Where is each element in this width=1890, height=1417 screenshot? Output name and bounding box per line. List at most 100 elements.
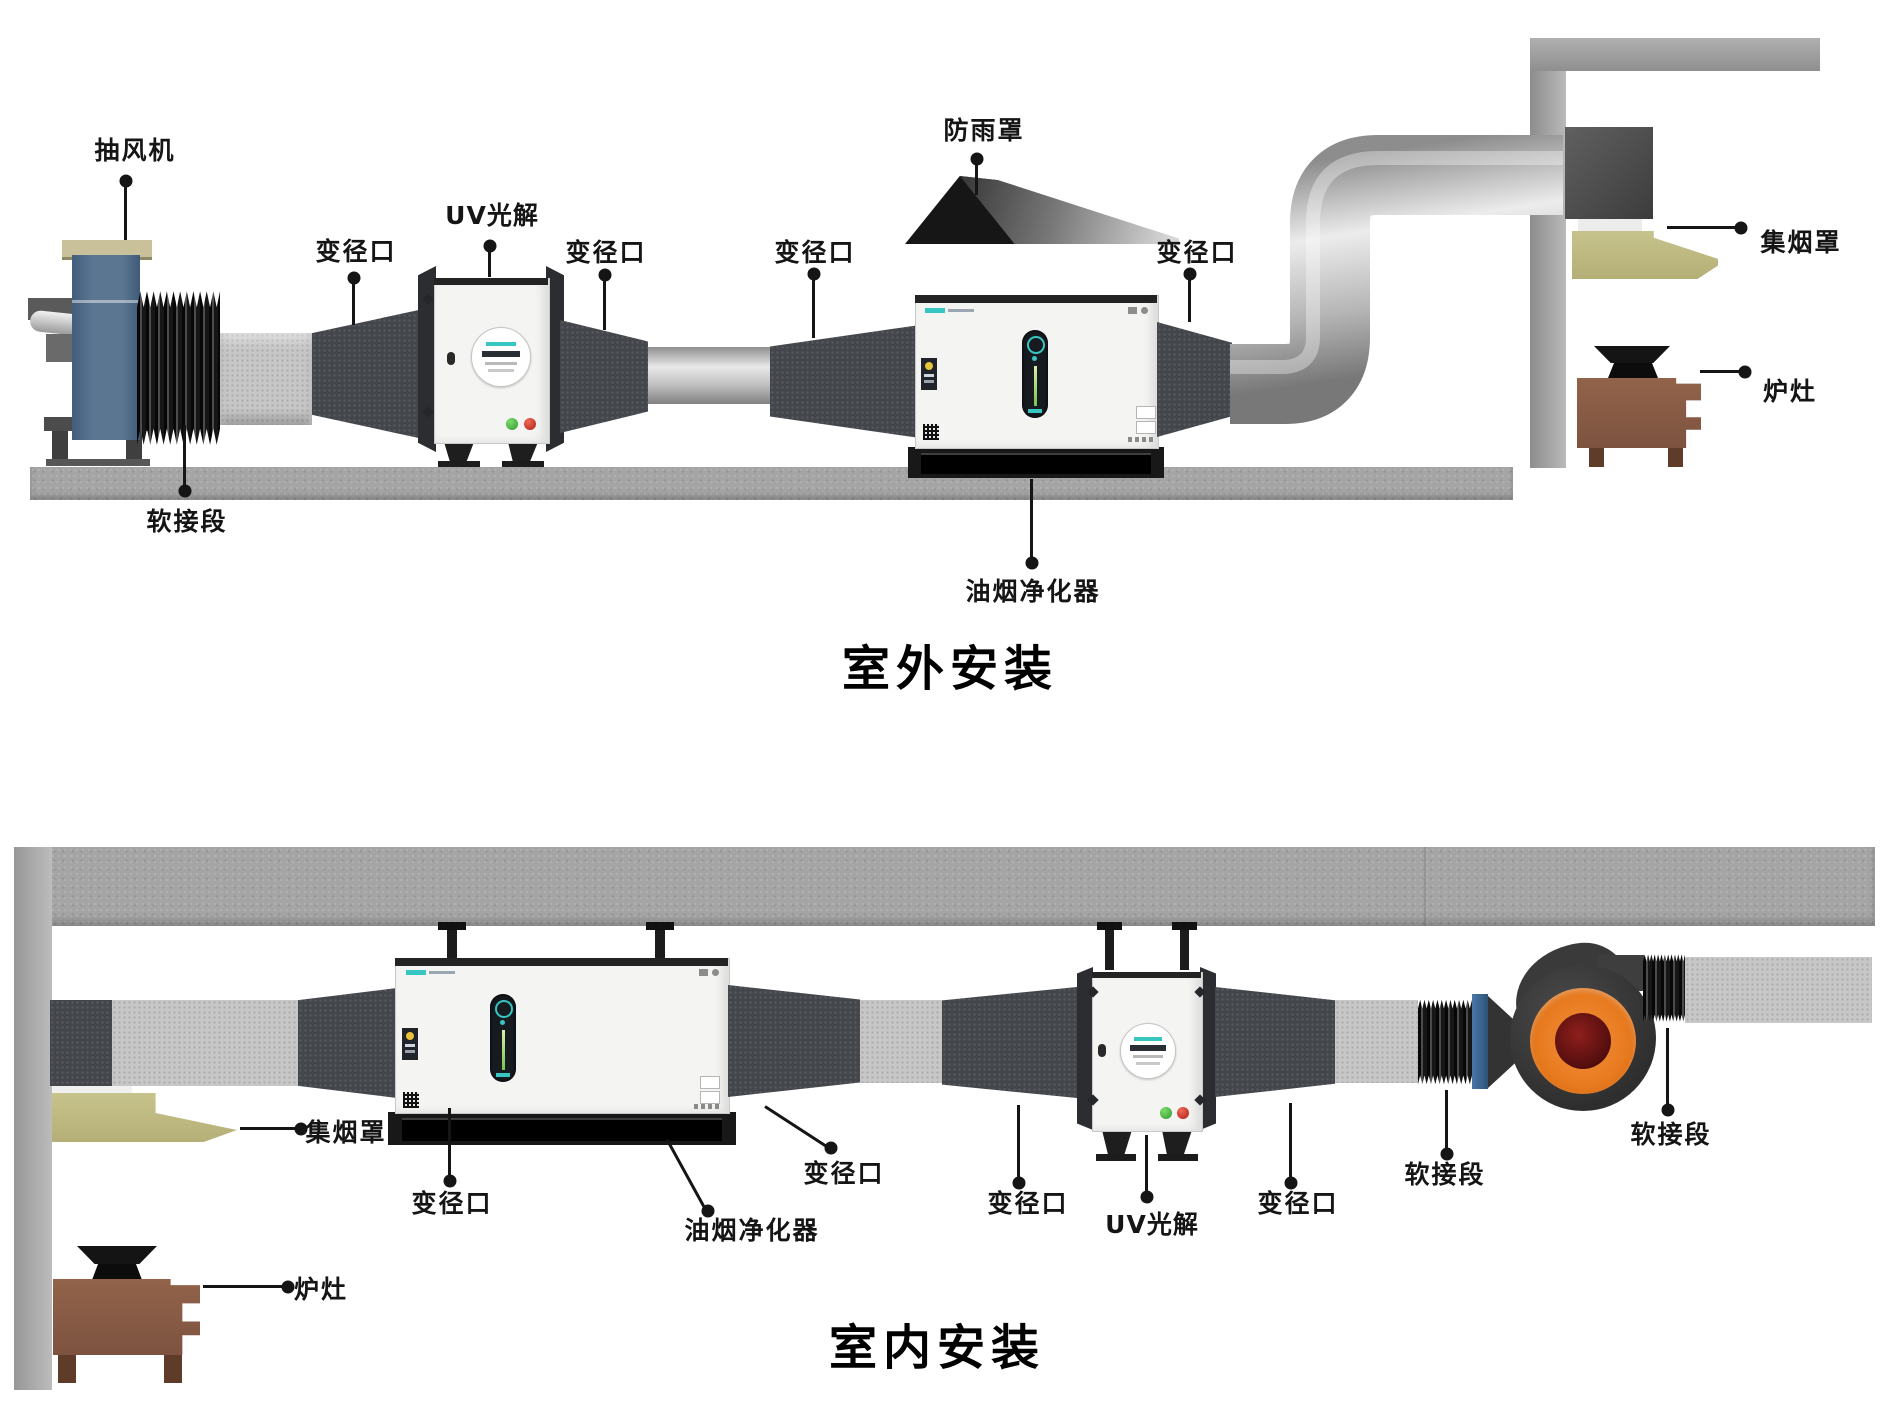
sticker-brand-line [1134,1037,1162,1041]
callout-uv: UV光解 [1105,1210,1199,1239]
callout-reducer: 变径口 [315,237,397,266]
uv-leg [444,442,474,464]
hanger-cap [1172,922,1197,930]
duct-segment [1685,957,1872,1023]
leader-line [1666,1028,1669,1106]
callout-smoke-hood: 集烟罩 [305,1118,387,1147]
purifier-box [395,958,730,1114]
callout-reducer: 变径口 [411,1189,493,1218]
uv-foot [438,461,480,467]
leader-line [764,1105,830,1150]
hanger-cap [438,922,466,930]
leader-line [1445,1090,1448,1151]
hood-connector [1578,219,1642,232]
flex-joint-bellows [1643,954,1685,1022]
outdoor-title: 室外安装 [841,641,1059,697]
thru-wall-duct-box [1565,127,1653,219]
callout-flex-joint: 软接段 [146,507,228,536]
uv-power-button-red [524,418,536,430]
reducer-expanding [942,987,1077,1098]
reducer-expanding [770,325,920,438]
purifier-top-edge [395,958,728,966]
leader-dot [1012,1176,1026,1190]
stove-leg [164,1355,182,1383]
control-level-bar [502,1030,505,1070]
duct-segment [860,1000,942,1083]
uv-brand-sticker [471,327,531,387]
callout-stove: 炉灶 [1762,377,1818,406]
purifier-icon-row [1128,437,1156,442]
stove-leg [58,1355,76,1383]
flex-joint-bellows [137,291,220,445]
reducer-contracting [1215,987,1335,1097]
fan-foot-plate [46,459,150,466]
sticker-title-line [1130,1045,1166,1051]
stove-body [53,1279,200,1355]
uv-power-button-red [1177,1107,1189,1119]
uv-foot [502,461,544,467]
purifier-cert-badge [402,1028,418,1060]
fan-body-seam [72,300,140,303]
callout-uv: UV光解 [445,201,539,230]
wok-bowl [77,1246,157,1264]
hanger-rod [1180,926,1189,970]
fan-base-leg [52,431,68,465]
flex-joint-bellows [1418,999,1472,1085]
callout-reducer: 变径口 [803,1159,885,1188]
uv-keyhole [1098,1044,1106,1057]
callout-stove: 炉灶 [293,1275,349,1304]
duct-segment [1335,1000,1418,1083]
leader-line [665,1138,708,1212]
uv-flange-right [546,266,564,452]
leader-dot [598,268,612,282]
wok-base [1608,363,1658,378]
stove-leg [1668,448,1683,467]
callout-reducer: 变径口 [1156,238,1238,267]
purifier-info-label [1136,421,1156,434]
leader-dot [1440,1147,1454,1161]
fan-inlet-flange-blue [1472,994,1488,1089]
purifier-qr-code [923,424,939,440]
leader-dot [1025,556,1039,570]
callout-flex-joint: 软接段 [1630,1120,1712,1149]
control-power-icon [1027,336,1045,354]
control-label-mark [1028,409,1042,413]
uv-box-top-edge [1092,972,1201,978]
uv-flange-left [1077,967,1093,1130]
sticker-title-line [482,351,520,357]
fan-red-hub [1555,1013,1611,1069]
callout-reducer: 变径口 [987,1189,1069,1218]
duct-segment [112,1000,298,1086]
badge-icon [406,1032,414,1040]
duct-segment-dark [50,1000,112,1086]
leader-line [1030,479,1033,559]
purifier-top-edge [915,295,1157,303]
purifier-corner-icons [1128,307,1137,314]
badge-text-line [405,1050,415,1053]
leader-line [183,425,186,487]
callout-reducer: 变径口 [1257,1189,1339,1218]
callout-reducer: 变径口 [774,238,856,267]
sticker-text-line [488,369,514,372]
leader-line [1289,1103,1292,1179]
leader-line [203,1285,284,1288]
purifier-corner-icons [699,969,708,976]
purifier-base-recess [402,1118,722,1141]
callout-smoke-hood: 集烟罩 [1760,228,1842,257]
hanger-rod [447,926,457,962]
uv-brand-sticker [1120,1023,1176,1079]
badge-icon [925,362,933,370]
ceiling-seam [1424,847,1426,926]
callout-rain-cover: 防雨罩 [943,116,1025,145]
fan-body [72,255,140,440]
wok-base [92,1264,142,1280]
hanger-cap [646,922,674,930]
purifier-brand-logo-line [429,971,455,974]
leader-dot [483,239,497,253]
outdoor-wall-column [1530,38,1566,468]
purifier-control-strip [1022,330,1048,418]
leader-dot [119,174,133,188]
leader-line [488,250,491,277]
leader-dot [178,484,192,498]
